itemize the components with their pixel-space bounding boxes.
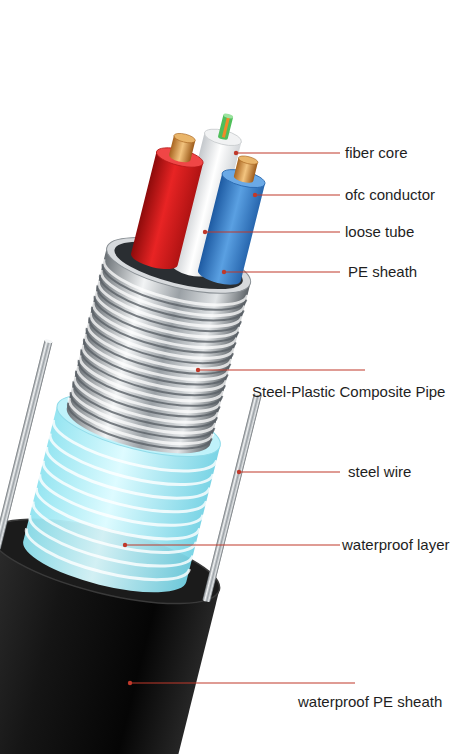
pipe-rib-highlight [88, 302, 237, 359]
leader-dot [222, 270, 226, 274]
pipe-rib-highlight [64, 398, 213, 455]
part-label: loose tube [345, 223, 414, 241]
pipe-rib-highlight [77, 345, 226, 402]
fiber-core-stripe [222, 116, 230, 138]
part-label: waterproof layer [342, 536, 450, 554]
waterproof-rib [24, 515, 193, 579]
leader-dot [237, 470, 241, 474]
leader-dot [234, 151, 238, 155]
pipe-rib-highlight [75, 355, 224, 412]
pipe-rib-highlight [72, 366, 221, 423]
leader-line [255, 194, 340, 195]
copper-conductor-red-top [173, 132, 196, 145]
cable-body [0, 83, 332, 754]
pipe-rib-highlight [85, 313, 234, 370]
fiber-core [218, 115, 234, 141]
blue-insulation [196, 173, 265, 288]
leader-dot [128, 681, 132, 685]
leader-dot [253, 193, 257, 197]
pipe-rib-highlight [67, 387, 216, 444]
part-label: steel wire [348, 463, 411, 481]
pipe-rib-shadow [63, 403, 212, 460]
leader-dot [123, 543, 127, 547]
part-label: ofc conductor [345, 186, 435, 204]
pipe-rib-highlight [69, 377, 218, 434]
part-label: PE sheath [348, 263, 417, 281]
pipe-rib-highlight [80, 334, 229, 391]
leader-dot [196, 368, 200, 372]
waterproof-rib [21, 528, 190, 592]
pipe-rib [63, 398, 213, 460]
leader-line [130, 682, 355, 683]
part-label: waterproof PE sheath [298, 693, 442, 711]
pipe-rib-highlight [83, 323, 232, 380]
leader-line [239, 471, 340, 472]
pipe-rib-highlight [91, 291, 240, 348]
leader-line [205, 231, 340, 232]
steel-wire-left-end [44, 339, 52, 344]
leader-line [125, 544, 340, 545]
fiber-core-tip [223, 113, 234, 119]
leader-dot [203, 230, 207, 234]
leader-line [224, 271, 340, 272]
leader-lines [123, 151, 365, 685]
leader-line [236, 152, 340, 153]
red-insulation [129, 152, 203, 273]
part-label: fiber core [345, 144, 408, 162]
part-label: Steel-Plastic Composite Pipe [252, 383, 445, 401]
copper-conductor-blue-top [238, 154, 259, 166]
leader-line [198, 369, 365, 370]
